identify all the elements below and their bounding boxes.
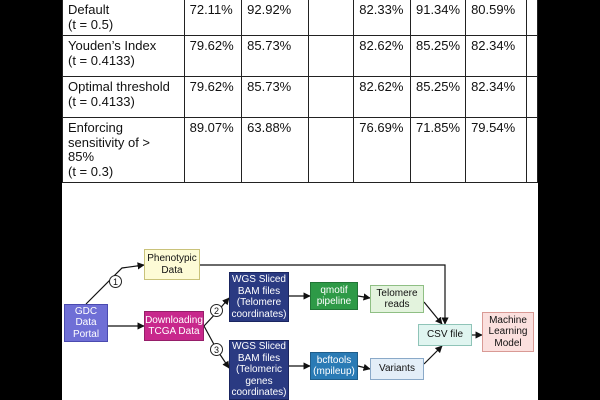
metric-cell: 72.11% (183, 0, 243, 36)
table-body: Default (t = 0.5)72.11%92.92% 82.33%91.34… (62, 0, 538, 183)
row-label-cell: Enforcing sensitivity of > 85% (t = 0.3) (62, 117, 185, 183)
downloading-tcga-node: Downloading TCGA Data (144, 311, 204, 341)
metric-cell: 85.73% (241, 35, 309, 77)
gdc-data-portal-node: GDC Data Portal (64, 304, 108, 342)
table-row: Youden’s Index (t = 0.4133)79.62%85.73% 8… (62, 35, 538, 77)
metric-cell: 82.34% (465, 35, 527, 77)
arrow-telomere-reads-to-csv (423, 301, 443, 325)
table-row: Default (t = 0.5)72.11%92.92% 82.33%91.34… (62, 0, 538, 36)
arrow-variants-to-csv (423, 345, 443, 365)
metric-cell: 79.54% (465, 117, 527, 183)
bcftools-node: bcftools (mpileup) (310, 352, 358, 380)
metric-cell: 63.88% (241, 117, 309, 183)
metric-cell: 92.92% (241, 0, 309, 36)
table-row: Optimal threshold (t = 0.4133)79.62%85.7… (62, 76, 538, 118)
arrow-gdc-to-phenotypic (85, 262, 145, 305)
csv-file-node: CSV file (418, 324, 472, 346)
row-label-cell: Youden’s Index (t = 0.4133) (62, 35, 185, 77)
metric-cell (307, 76, 355, 118)
arrow-bcftools-to-variants (357, 363, 371, 371)
machine-learning-model-node: Machine Learning Model (482, 312, 534, 352)
metric-cell: 85.25% (409, 35, 467, 77)
metric-cell: 79.62% (183, 76, 243, 118)
metric-cell: 76.69% (353, 117, 411, 183)
metric-cell: 85.25% (409, 76, 467, 118)
metric-cell: 79.62% (183, 35, 243, 77)
metric-cell: 91.34% (409, 0, 467, 36)
arrow-phenotypic-to-csv (200, 264, 449, 325)
metric-cell: 85.73% (241, 76, 309, 118)
metrics-table: Default (t = 0.5)72.11%92.92% 82.33%91.34… (62, 0, 538, 183)
row-label-cell: Optimal threshold (t = 0.4133) (62, 76, 185, 118)
table-row: Enforcing sensitivity of > 85% (t = 0.3)… (62, 117, 538, 183)
step-3-marker: 3 (210, 343, 223, 356)
wgs-telomere-bam-node: WGS Sliced BAM files (Telomere coordinat… (229, 272, 289, 322)
step-2-marker: 2 (210, 304, 223, 317)
metric-cell: 82.34% (465, 76, 527, 118)
qmotif-pipeline-node: qmotif pipeline (310, 282, 358, 310)
phenotypic-data-node: Phenotypic Data (144, 249, 200, 280)
empty-cell (526, 117, 538, 183)
telomere-reads-node: Telomere reads (370, 285, 424, 313)
metric-cell (307, 35, 355, 77)
metric-cell: 89.07% (183, 117, 243, 183)
wgs-telomeric-genes-bam-node: WGS Sliced BAM files (Telomeric genes co… (229, 340, 289, 400)
row-label-cell: Default (t = 0.5) (62, 0, 185, 36)
metric-cell (307, 0, 355, 36)
metric-cell: 71.85% (409, 117, 467, 183)
metric-cell: 82.62% (353, 76, 411, 118)
metric-cell: 82.62% (353, 35, 411, 77)
arrow-qmotif-to-telomere-reads (357, 293, 371, 301)
variants-node: Variants (370, 358, 424, 380)
document-page: Default (t = 0.5)72.11%92.92% 82.33%91.34… (62, 0, 538, 400)
empty-cell (526, 0, 538, 36)
empty-cell (526, 76, 538, 118)
metric-cell: 80.59% (465, 0, 527, 36)
metric-cell (307, 117, 355, 183)
metric-cell: 82.33% (353, 0, 411, 36)
workflow-arrows (85, 262, 483, 371)
empty-cell (526, 35, 538, 77)
step-1-marker: 1 (109, 275, 122, 288)
